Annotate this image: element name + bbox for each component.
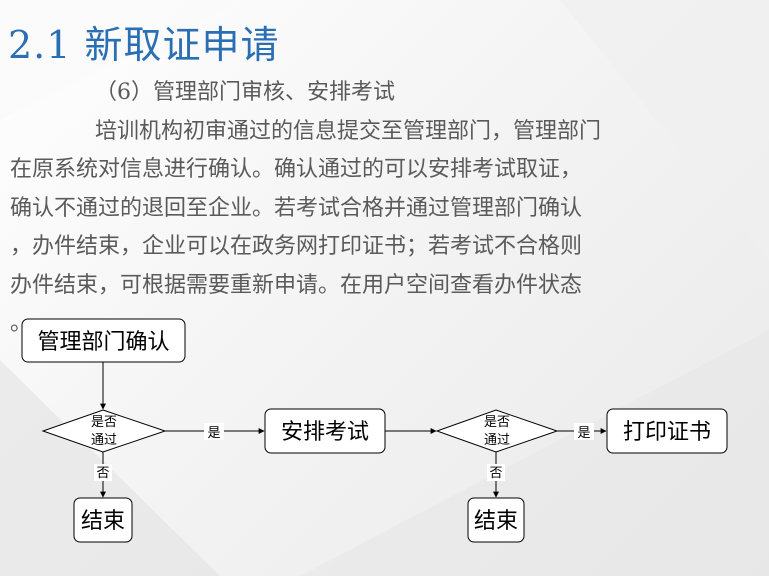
paragraph-line-1: 培训机构初审通过的信息提交至管理部门，管理部门 [95, 118, 602, 144]
yes2-bg [574, 423, 594, 440]
decision1-diamond [41, 409, 167, 453]
decision1-no-label: 否 [96, 466, 109, 481]
end2-box [467, 497, 525, 543]
decision2-yes-label: 是 [577, 426, 590, 441]
end1-box [73, 497, 133, 543]
decision2-label-bottom: 通过 [484, 433, 510, 448]
decision1-label-bottom: 通过 [91, 433, 117, 448]
paragraph-line-3: 确认不通过的退回至企业。若考试合格并通过管理部门确认 [10, 195, 583, 221]
no1-bg [94, 464, 112, 481]
decision2-diamond [435, 409, 559, 453]
decision1-yes-label: 是 [207, 426, 220, 441]
slide-title: 2.1 新取证申请 [8, 23, 280, 67]
paragraph-line-4: ，办件结束，企业可以在政务网打印证书；若考试不合格则 [10, 234, 583, 259]
decision2-no-label: 否 [489, 466, 502, 481]
confirm-box [21, 318, 186, 363]
exam-box-label: 安排考试 [281, 420, 369, 445]
paragraph-line-5: 办件结束，可根据需要重新申请。在用户空间查看办件状态 [10, 272, 583, 298]
end1-label: 结束 [81, 509, 125, 534]
decision1-label-top: 是否 [91, 415, 117, 430]
print-box-label: 打印证书 [623, 420, 711, 445]
confirm-box-label: 管理部门确认 [37, 330, 169, 355]
print-box [606, 408, 728, 454]
exam-box [264, 408, 386, 454]
body-text: （6）管理部门审核、安排考试 培训机构初审通过的信息提交至管理部门，管理部门 在… [10, 74, 700, 344]
end2-label: 结束 [474, 509, 518, 534]
decision2-label-top: 是否 [484, 415, 510, 430]
no2-bg [487, 464, 505, 481]
section-heading: （6）管理部门审核、安排考试 [95, 80, 395, 105]
paragraph-line-2: 在原系统对信息进行确认。确认通过的可以安排考试取证， [10, 157, 583, 182]
yes1-bg [204, 423, 224, 440]
